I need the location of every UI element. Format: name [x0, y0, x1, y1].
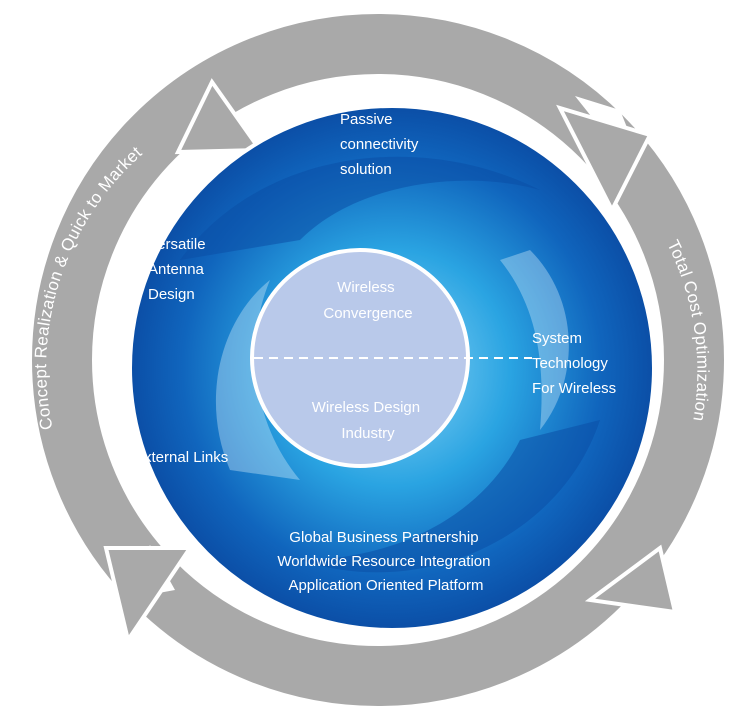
arrowhead-top-left: [174, 78, 264, 155]
arrowhead-bottom-left: [103, 546, 194, 645]
system-technology-label: System Technology For Wireless: [532, 330, 616, 397]
versatile-antenna-label: Versatile Antenna Design: [148, 236, 210, 303]
arrowhead-bottom-right: [584, 544, 678, 615]
passive-connectivity-label: Passive connectivity solution: [340, 111, 423, 178]
core-bottom-label: Wireless Design Industry: [312, 399, 425, 442]
arrowhead-top-right: [556, 104, 653, 215]
external-links-label: External Links: [134, 449, 228, 466]
core-circle: [250, 248, 532, 468]
global-business-label: Global Business Partnership Worldwide Re…: [277, 529, 494, 594]
core-top-label: Wireless Convergence: [323, 279, 412, 322]
